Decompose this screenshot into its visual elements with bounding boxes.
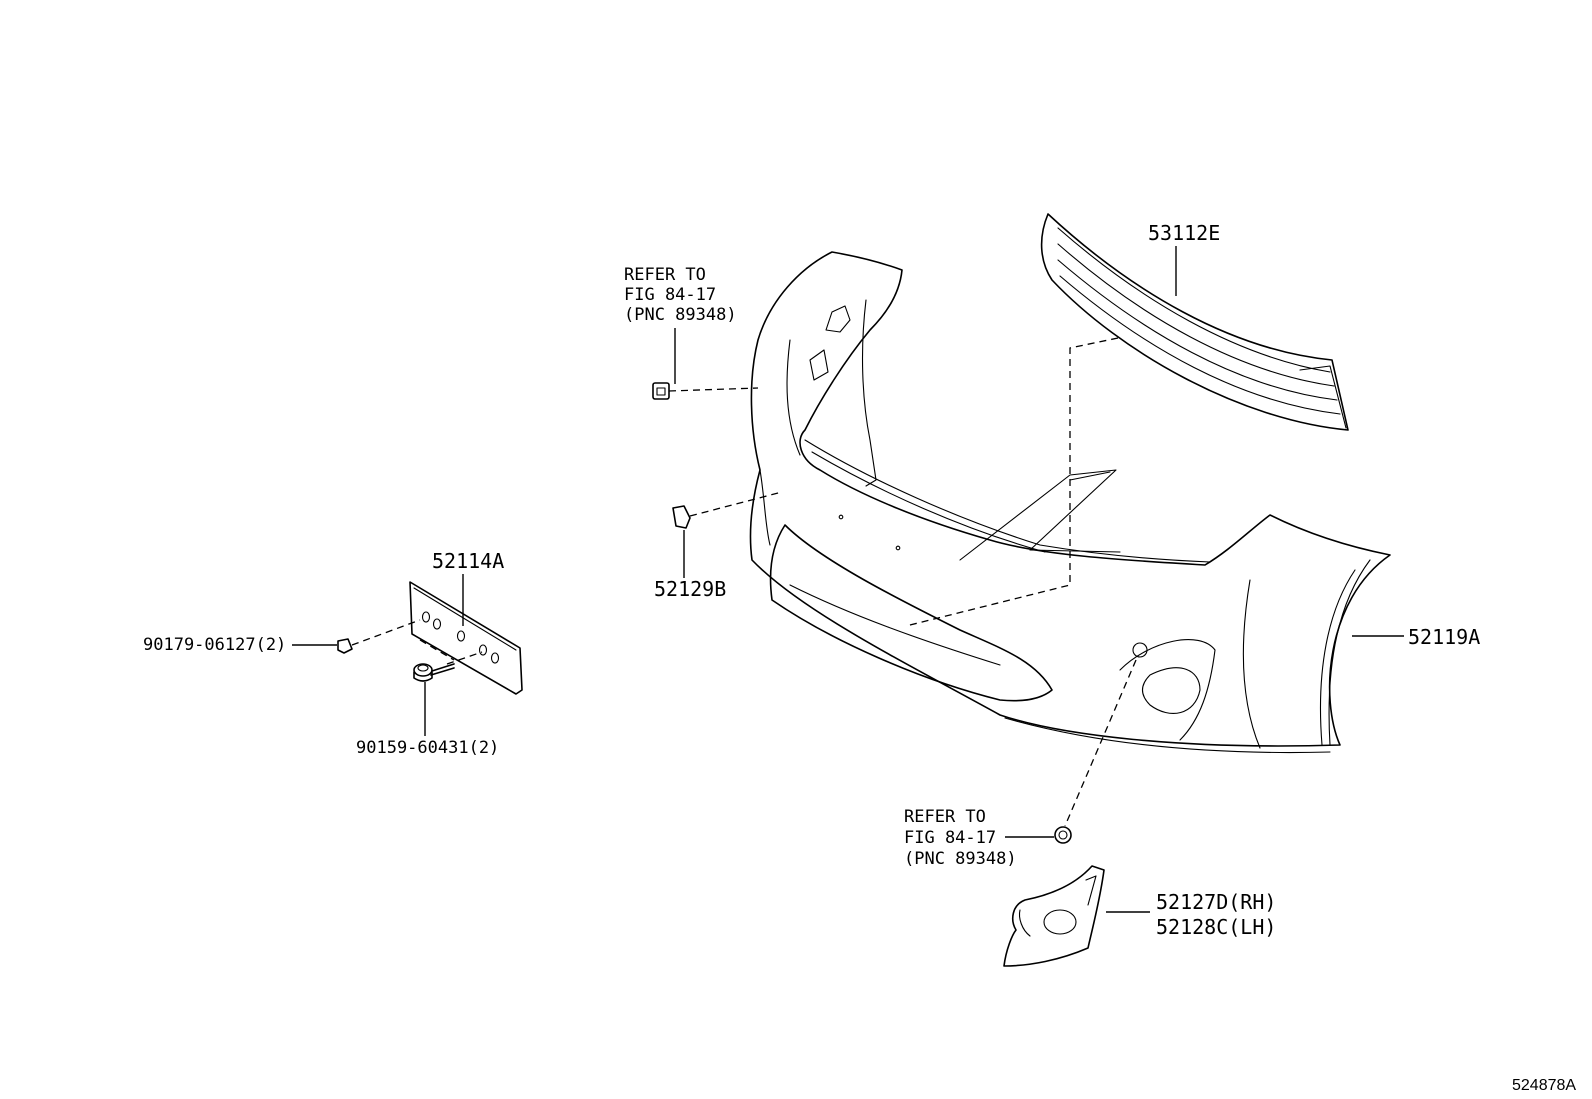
- clip-90179-part[interactable]: [337, 638, 353, 654]
- refer-note-top: REFER TO FIG 84-17 (PNC 89348): [624, 265, 737, 325]
- label-grille: 53112E: [1148, 221, 1220, 245]
- leader-lines: [292, 246, 1404, 913]
- assembly-lines: [351, 337, 1137, 827]
- refer-clip-bottom-part[interactable]: [1054, 826, 1072, 844]
- license-bracket-part[interactable]: [409, 581, 523, 695]
- refer-top-line2: FIG 84-17: [624, 285, 716, 305]
- refer-top-line3: (PNC 89348): [624, 305, 737, 325]
- refer-clip-top-part[interactable]: [652, 382, 670, 400]
- label-license-bracket: 52114A: [432, 549, 504, 573]
- cap-part[interactable]: [672, 505, 691, 529]
- fog-cover-part[interactable]: [1003, 865, 1105, 967]
- refer-top-line1: REFER TO: [624, 265, 706, 285]
- refer-bottom-line2: FIG 84-17: [904, 828, 996, 848]
- illustration-id: 524878A: [1512, 1077, 1576, 1094]
- label-clip-90179: 90179-06127(2): [143, 635, 286, 655]
- label-cap: 52129B: [654, 577, 726, 601]
- refer-bottom-line1: REFER TO: [904, 807, 986, 827]
- label-fog-cover-rh: 52127D(RH): [1156, 890, 1276, 914]
- grille-part[interactable]: [1040, 213, 1349, 431]
- bumper-cover-part[interactable]: [749, 251, 1391, 754]
- label-bumper-cover: 52119A: [1408, 625, 1480, 649]
- label-fog-cover-lh: 52128C(LH): [1156, 915, 1276, 939]
- refer-note-bottom: REFER TO FIG 84-17 (PNC 89348): [904, 807, 1017, 869]
- label-screw-90159: 90159-60431(2): [356, 738, 499, 758]
- screw-90159-part[interactable]: [413, 663, 455, 682]
- refer-bottom-line3: (PNC 89348): [904, 849, 1017, 869]
